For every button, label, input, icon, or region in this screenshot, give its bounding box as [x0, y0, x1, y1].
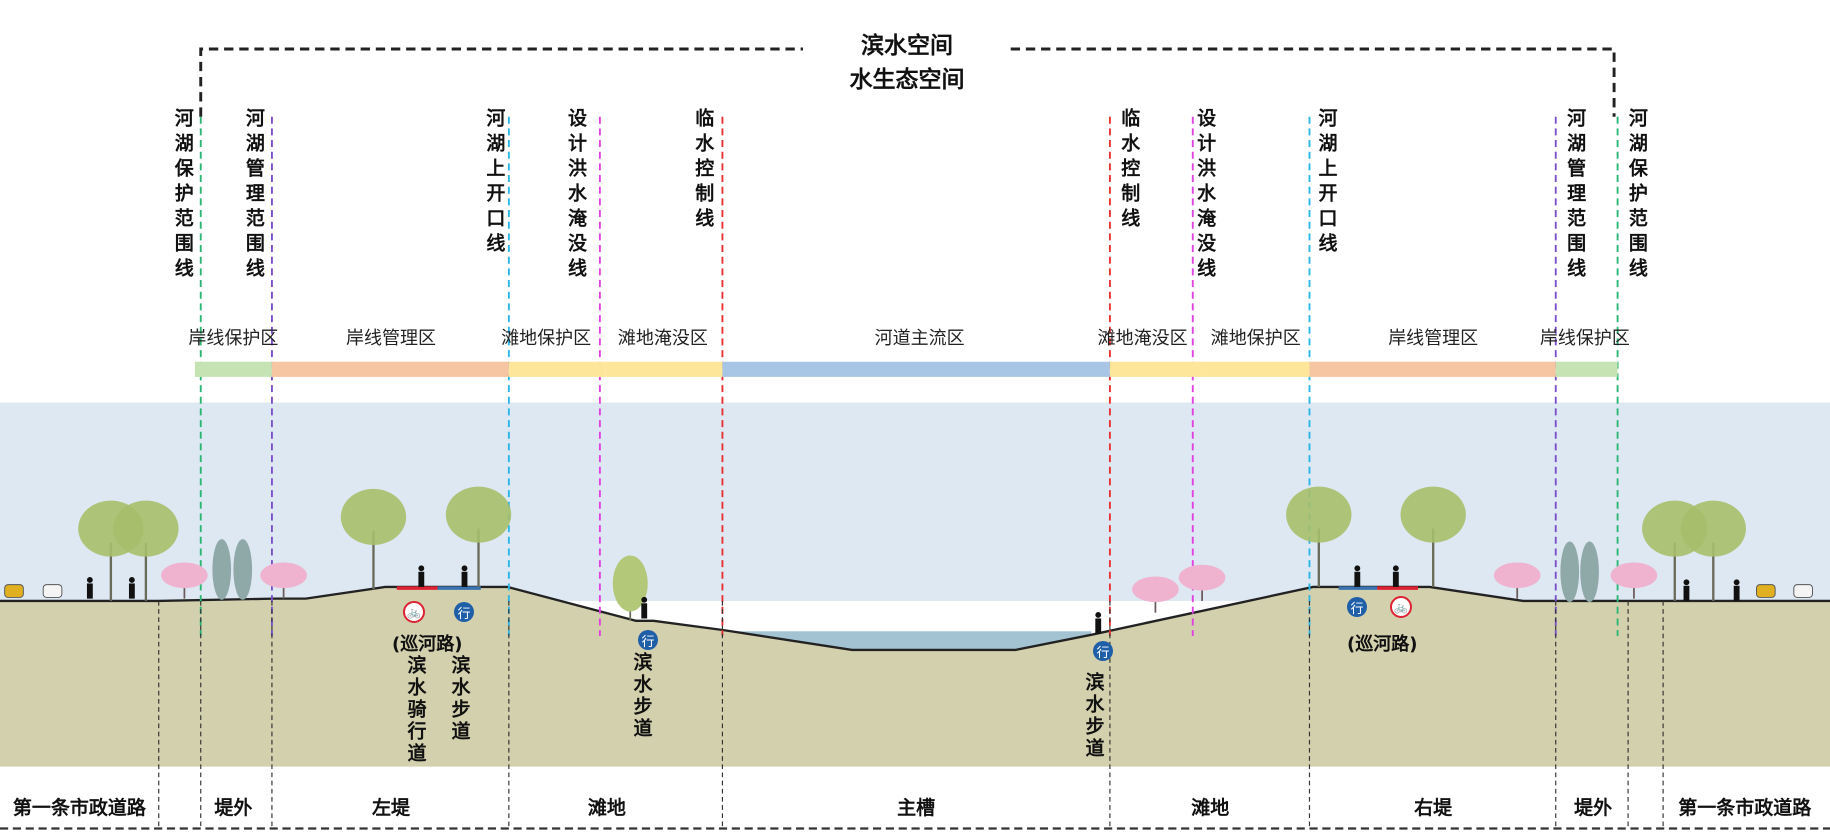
tree-icon	[1580, 541, 1599, 603]
section-label: 滩地	[587, 797, 626, 819]
person-icon	[1392, 565, 1399, 587]
boundary-line-label: 河湖上开口线	[483, 108, 506, 258]
section-label: 堤外	[1574, 797, 1613, 819]
boundary-line-label: 设计洪水淹没线	[565, 108, 588, 283]
tree-icon	[1400, 486, 1466, 587]
person-icon	[641, 596, 648, 619]
pedestrian-icon: 行	[638, 630, 658, 650]
person-icon	[86, 577, 93, 599]
zone-bar	[722, 361, 1110, 377]
zone-label: 岸线保护区	[1539, 328, 1630, 349]
section-label: 滩地	[1191, 797, 1230, 819]
tree-icon	[260, 562, 307, 599]
zone-bar	[271, 361, 509, 377]
person-icon	[1733, 579, 1740, 601]
left-patrol-road-label: (巡河路)	[392, 634, 463, 655]
zone-label: 滩地淹没区	[617, 328, 708, 349]
boundary-line-label: 河湖上开口线	[1315, 108, 1338, 258]
person-icon	[1683, 579, 1690, 601]
left-bike-path-label: 滨水骑行道	[404, 655, 427, 765]
zone-label: 滩地保护区	[501, 328, 592, 349]
person-icon	[418, 565, 425, 587]
zone-label: 河道主流区	[874, 328, 965, 349]
car-icon	[4, 584, 24, 598]
tree-icon	[161, 562, 208, 599]
boundary-line-label: 河湖管理范围线	[242, 108, 265, 283]
zone-bar	[1202, 361, 1310, 377]
boundary-line-label: 河湖管理范围线	[1564, 108, 1587, 283]
bicycle-icon: 🚲	[403, 601, 425, 623]
section-label: 左堤	[371, 797, 410, 819]
pedestrian-icon: 行	[454, 602, 474, 622]
left-walk-path-label: 滨水步道	[448, 655, 471, 743]
zone-bar	[508, 361, 606, 377]
title-waterfront-space: 滨水空间	[861, 33, 953, 59]
person-icon	[1354, 565, 1361, 587]
tree-icon	[212, 539, 232, 600]
tree-icon	[1493, 562, 1541, 599]
person-icon	[461, 565, 468, 587]
tree-icon	[445, 486, 512, 587]
boundary-line-label: 临水控制线	[1118, 108, 1141, 233]
boundary-line-label: 河湖保护范围线	[171, 108, 194, 283]
tree-icon	[1680, 500, 1746, 601]
section-label: 右堤	[1414, 797, 1453, 819]
tree-icon	[113, 500, 179, 601]
zone-bar	[194, 361, 272, 377]
tree-icon	[612, 555, 648, 621]
person-icon	[1095, 612, 1102, 634]
water	[729, 631, 1092, 650]
tree-icon	[1286, 486, 1352, 587]
boundary-line-label: 设计洪水淹没线	[1194, 108, 1217, 283]
zone-label: 岸线管理区	[1388, 328, 1479, 349]
waterside-walk-path-label: 滨水步道	[1082, 672, 1105, 760]
section-label: 第一条市政道路	[1678, 797, 1812, 819]
zone-bar	[1109, 361, 1203, 377]
boundary-line-label: 临水控制线	[692, 108, 715, 233]
ground-fill	[0, 586, 1830, 767]
pedestrian-icon: 行	[1347, 597, 1367, 617]
top-bracket	[199, 47, 1616, 117]
zone-bar	[605, 361, 723, 377]
bicycle-icon: 🚲	[1390, 596, 1412, 618]
right-patrol-road-label: (巡河路)	[1347, 634, 1418, 655]
pedestrian-icon: 行	[1093, 641, 1113, 661]
tree-icon	[1132, 576, 1179, 613]
tree-icon	[340, 488, 407, 590]
section-label: 第一条市政道路	[12, 797, 146, 819]
zone-label: 岸线保护区	[188, 328, 279, 349]
zone-bar	[1309, 361, 1556, 377]
tree-icon	[1560, 541, 1580, 603]
zone-label: 滩地保护区	[1210, 328, 1301, 349]
title-water-ecology-space: 水生态空间	[849, 67, 965, 93]
car-icon	[1756, 584, 1776, 598]
tree-icon	[233, 539, 253, 600]
tree-icon	[1610, 562, 1658, 599]
section-label: 主槽	[897, 797, 936, 819]
car-icon	[42, 584, 63, 598]
boundary-line-label: 河湖保护范围线	[1625, 108, 1648, 283]
car-icon	[1793, 584, 1813, 598]
tree-icon	[1178, 564, 1226, 601]
zone-label: 滩地淹没区	[1097, 328, 1188, 349]
shoal-walk-path-label: 滨水步道	[630, 652, 653, 740]
zone-bar	[1555, 361, 1618, 377]
section-label: 堤外	[214, 797, 253, 819]
zone-label: 岸线管理区	[345, 328, 436, 349]
person-icon	[128, 577, 135, 599]
